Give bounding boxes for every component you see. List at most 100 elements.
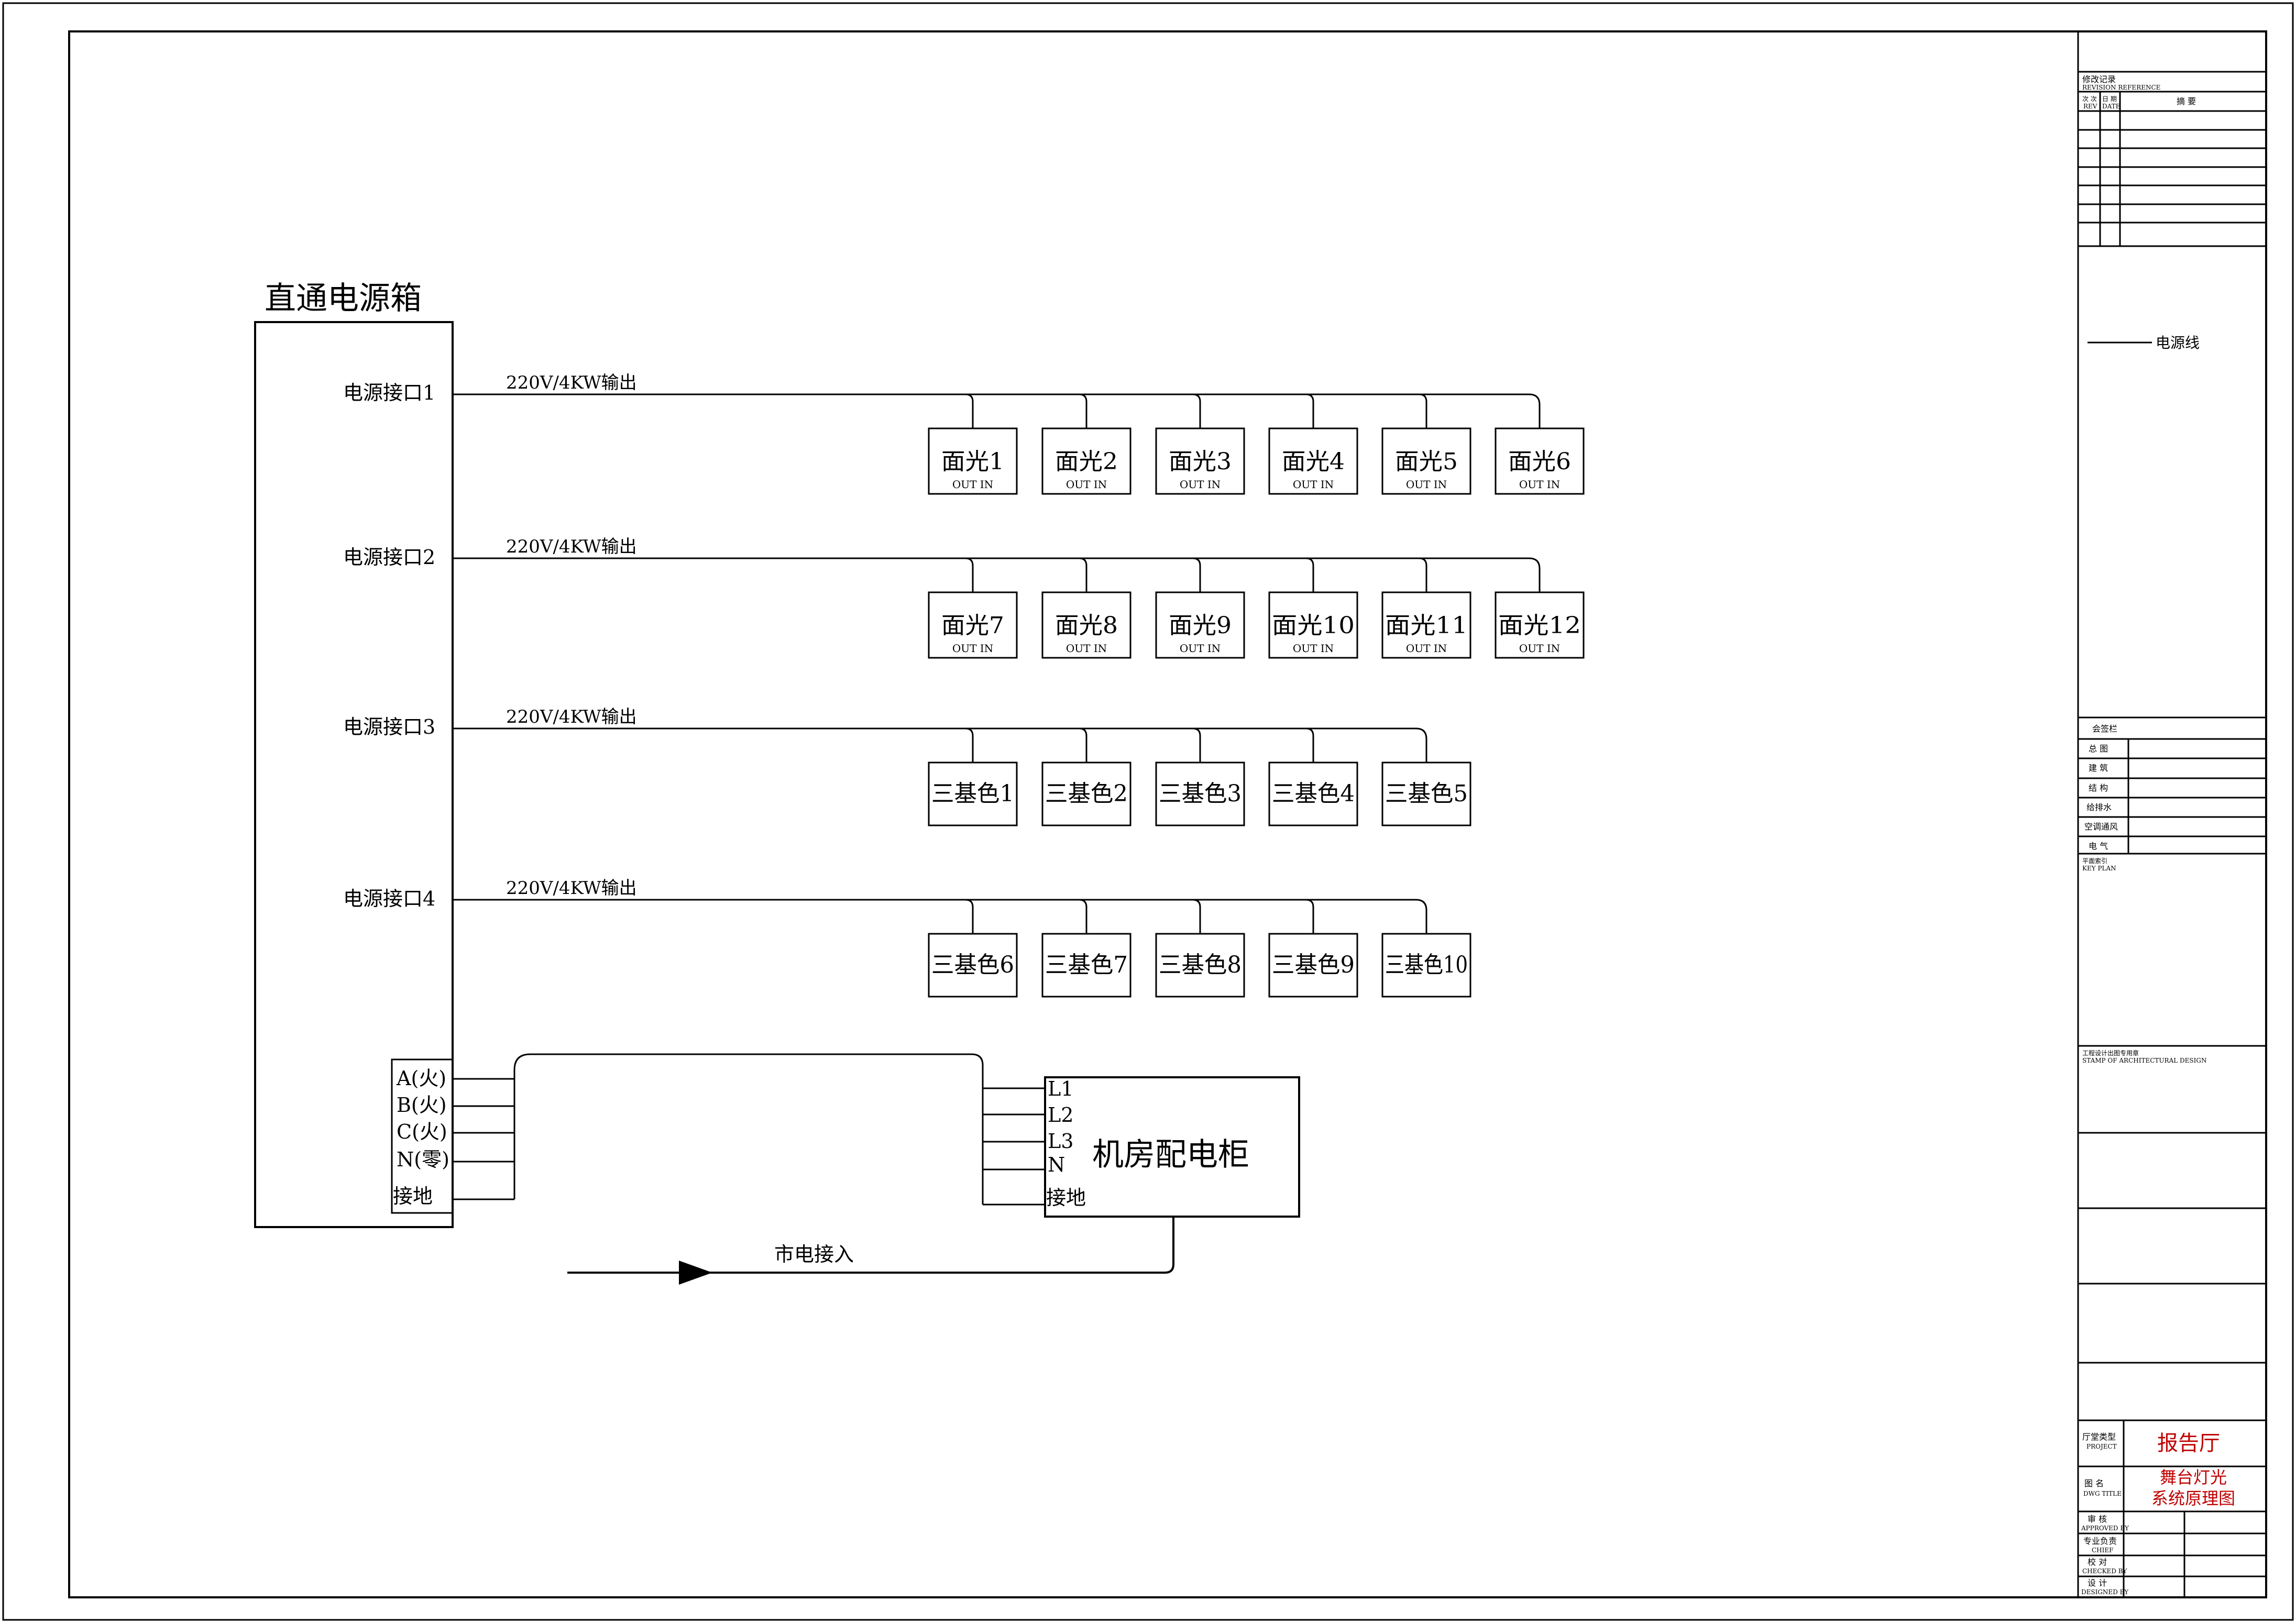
project-label: 厅堂类型 bbox=[2082, 1432, 2116, 1442]
approval-designed-en: DESIGNED BY bbox=[2081, 1588, 2129, 1596]
device-row4-5: 三基色10 bbox=[1381, 933, 1471, 998]
device-box bbox=[1268, 427, 1358, 495]
device-label: 三基色4 bbox=[1272, 780, 1355, 807]
cabinet-terminal-n: N bbox=[1048, 1153, 1065, 1176]
cabinet-terminal-stubs bbox=[983, 1087, 1045, 1206]
device-label: 面光3 bbox=[1169, 448, 1232, 475]
device-row4-2: 三基色7 bbox=[1041, 933, 1131, 998]
device-label: 面光2 bbox=[1055, 448, 1118, 475]
device-box bbox=[1041, 427, 1131, 495]
rev-col2-en: DATE bbox=[2102, 103, 2120, 110]
port-label-1: 电源接口1 bbox=[343, 381, 435, 404]
device-label: 三基色8 bbox=[1159, 952, 1242, 978]
device-box bbox=[1041, 933, 1131, 998]
box-terminal-stubs bbox=[453, 1053, 984, 1205]
device-box bbox=[928, 591, 1018, 659]
port-label-3: 电源接口3 bbox=[343, 715, 435, 738]
drop-line bbox=[1079, 393, 1087, 428]
device-box bbox=[1495, 591, 1585, 659]
device-label: 面光5 bbox=[1395, 448, 1458, 475]
mains-feed-line bbox=[567, 1217, 1174, 1274]
port-label-4: 电源接口4 bbox=[343, 887, 435, 910]
device-box bbox=[1381, 761, 1471, 826]
bus-line-4 bbox=[453, 899, 1427, 934]
device-io-label: OUT IN bbox=[1066, 478, 1107, 491]
mains-arrow-icon bbox=[679, 1261, 712, 1285]
device-io-label: OUT IN bbox=[1519, 642, 1560, 655]
device-label: 面光12 bbox=[1498, 612, 1581, 639]
discipline-3: 结 构 bbox=[2089, 783, 2108, 793]
sign-title: 会签栏 bbox=[2092, 724, 2117, 734]
device-row3-1: 三基色1 bbox=[928, 761, 1018, 826]
device-label: 面光10 bbox=[1272, 612, 1355, 639]
device-label: 面光1 bbox=[941, 448, 1004, 475]
device-box bbox=[1155, 427, 1245, 495]
device-label: 三基色3 bbox=[1159, 780, 1242, 807]
device-io-label: OUT IN bbox=[1293, 642, 1334, 655]
device-box bbox=[928, 761, 1018, 826]
cabinet-terminal-l3: L3 bbox=[1048, 1130, 1073, 1153]
project-label-en: PROJECT bbox=[2086, 1443, 2117, 1450]
inner-frame bbox=[68, 30, 2267, 1598]
drawing-title-line1: 舞台灯光 bbox=[2160, 1467, 2227, 1487]
stamp-label: 工程设计出图专用章 bbox=[2082, 1049, 2139, 1057]
voltage-label-2: 220V/4KW输出 bbox=[506, 536, 637, 557]
device-row3-3: 三基色3 bbox=[1155, 761, 1245, 826]
device-box bbox=[1381, 933, 1471, 998]
drop-line bbox=[1192, 557, 1201, 592]
device-label: 面光11 bbox=[1385, 612, 1468, 639]
voltage-label-3: 220V/4KW输出 bbox=[506, 706, 637, 727]
port-label-2: 电源接口2 bbox=[343, 546, 435, 569]
rev-col3: 摘 要 bbox=[2177, 96, 2196, 106]
bus-line-2 bbox=[453, 557, 1541, 592]
bus-line-1 bbox=[453, 393, 1541, 428]
keyplan-label-en: KEY PLAN bbox=[2082, 865, 2116, 872]
discipline-2: 建 筑 bbox=[2089, 763, 2108, 773]
drop-line bbox=[1419, 393, 1427, 428]
voltage-label-4: 220V/4KW输出 bbox=[506, 878, 637, 899]
power-box bbox=[254, 321, 454, 1228]
drop-line bbox=[1079, 899, 1087, 934]
device-label: 三基色2 bbox=[1045, 780, 1128, 807]
device-row3-2: 三基色2 bbox=[1041, 761, 1131, 826]
drawing-label-en: DWG TITLE bbox=[2083, 1490, 2122, 1497]
drop-line bbox=[1305, 557, 1314, 592]
approval-checked-en: CHECKED BY bbox=[2082, 1567, 2127, 1575]
device-io-label: OUT IN bbox=[1180, 642, 1221, 655]
device-io-label: OUT IN bbox=[1293, 478, 1334, 491]
device-box bbox=[1268, 591, 1358, 659]
distribution-cabinet bbox=[1044, 1076, 1300, 1218]
device-io-label: OUT IN bbox=[1406, 478, 1447, 491]
device-box bbox=[928, 933, 1018, 998]
device-label: 三基色9 bbox=[1272, 952, 1355, 978]
device-label: 面光7 bbox=[941, 612, 1004, 639]
device-io-label: OUT IN bbox=[1519, 478, 1560, 491]
device-box bbox=[1268, 933, 1358, 998]
stamp-label-en: STAMP OF ARCHITECTURAL DESIGN bbox=[2082, 1057, 2206, 1064]
box-terminal-a: A(火) bbox=[396, 1067, 446, 1090]
drop-line bbox=[1079, 727, 1087, 763]
revision-title: 修改记录 bbox=[2082, 74, 2116, 84]
drop-line bbox=[1419, 557, 1427, 592]
cabinet-terminal-ground: 接地 bbox=[1046, 1186, 1086, 1209]
drop-line bbox=[965, 899, 974, 934]
device-box bbox=[1381, 427, 1471, 495]
device-io-label: OUT IN bbox=[952, 478, 993, 491]
device-label: 三基色1 bbox=[931, 780, 1014, 807]
approval-approved-en: APPROVED BY bbox=[2081, 1525, 2129, 1532]
rev-col1-en: REV bbox=[2083, 103, 2097, 110]
device-io-label: OUT IN bbox=[1406, 642, 1447, 655]
drawing-title-line2: 系统原理图 bbox=[2151, 1488, 2235, 1508]
approval-chief-en: CHIEF bbox=[2092, 1547, 2113, 1554]
drop-line bbox=[1305, 899, 1314, 934]
device-io-label: OUT IN bbox=[1180, 478, 1221, 491]
box-terminal-block bbox=[391, 1058, 454, 1214]
mains-label: 市电接入 bbox=[774, 1243, 854, 1266]
discipline-1: 总 图 bbox=[2089, 744, 2108, 754]
